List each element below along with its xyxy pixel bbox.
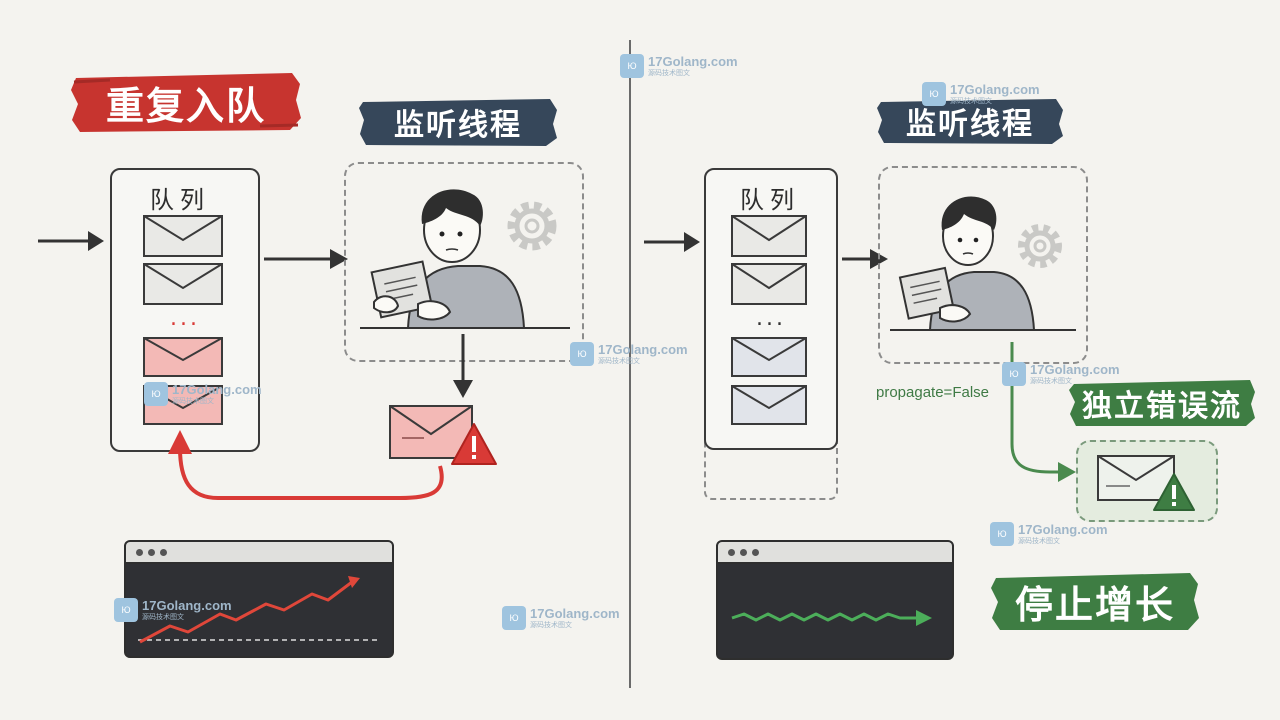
right-error-stream-arrow: [1010, 342, 1076, 482]
gear-icon: [507, 201, 557, 251]
watermark-logo-icon: Ю: [620, 54, 644, 78]
brush-stroke-green: [1069, 380, 1255, 426]
envelope-icon: [143, 263, 223, 305]
right-error-stream-title: 独立错误流: [1068, 378, 1256, 428]
brush-stroke-red: [71, 73, 301, 132]
right-error-message: [1097, 455, 1195, 511]
brush-stroke-navy: [359, 99, 557, 146]
window-dot: [160, 548, 167, 556]
window-dot: [728, 548, 735, 556]
envelope-icon: [731, 263, 807, 305]
left-listener-title: 监听线程: [358, 96, 558, 148]
watermark-logo-icon: Ю: [114, 598, 138, 622]
envelope-icon: [731, 215, 807, 257]
warning-icon: [451, 423, 497, 465]
left-queue-messages: [143, 215, 223, 425]
left-requeue-loop-arrow: [168, 430, 444, 500]
watermark-logo-icon: Ю: [502, 606, 526, 630]
left-input-arrow: [38, 231, 104, 251]
left-terminal-window: [124, 540, 394, 658]
right-listener-frame: [878, 166, 1088, 364]
left-listener-down-arrow: [453, 334, 473, 398]
right-listener-person: [890, 196, 1076, 331]
left-failed-message: [389, 405, 497, 465]
left-growth-trend: [138, 576, 378, 644]
window-dot: [752, 548, 759, 556]
brush-stroke-green: [991, 573, 1199, 630]
propagate-false-label: propagate=False: [876, 384, 989, 401]
left-listener-person: [360, 189, 570, 329]
watermark-logo-icon: Ю: [922, 82, 946, 106]
right-input-arrow: [644, 232, 700, 252]
right-queue-messages: [731, 215, 807, 425]
brush-stroke-navy: [877, 99, 1063, 144]
right-listener-title: 监听线程: [876, 96, 1064, 146]
watermark-logo-icon: Ю: [570, 342, 594, 366]
gear-icon: [1018, 224, 1062, 268]
right-stop-growth-title: 停止增长: [990, 570, 1200, 632]
watermark-logo-icon: Ю: [990, 522, 1014, 546]
left-title-requeue: 重复入队: [70, 70, 302, 134]
window-dot: [148, 548, 155, 556]
envelope-icon: [143, 215, 223, 257]
right-queue-ellipsis: ...: [756, 306, 786, 331]
terminal-title-bar: [126, 542, 392, 564]
envelope-icon: [731, 385, 807, 425]
envelope-icon: [731, 337, 807, 377]
right-queue-label: 队列: [740, 186, 800, 214]
right-flat-trend: [731, 610, 932, 626]
left-queue-ellipsis: ...: [170, 306, 200, 331]
watermark-logo-icon: Ю: [144, 382, 168, 406]
right-terminal-window: [716, 540, 954, 660]
envelope-icon-error: [143, 337, 223, 377]
left-queue-to-listener-arrow: [264, 249, 348, 269]
center-divider: [629, 40, 631, 688]
terminal-title-bar: [718, 542, 952, 564]
watermark-logo-icon: Ю: [1002, 362, 1026, 386]
envelope-icon: [1097, 455, 1175, 501]
window-dot: [136, 548, 143, 556]
window-dot: [740, 548, 747, 556]
left-queue-label: 队列: [150, 186, 210, 214]
warning-icon: [1153, 473, 1195, 511]
